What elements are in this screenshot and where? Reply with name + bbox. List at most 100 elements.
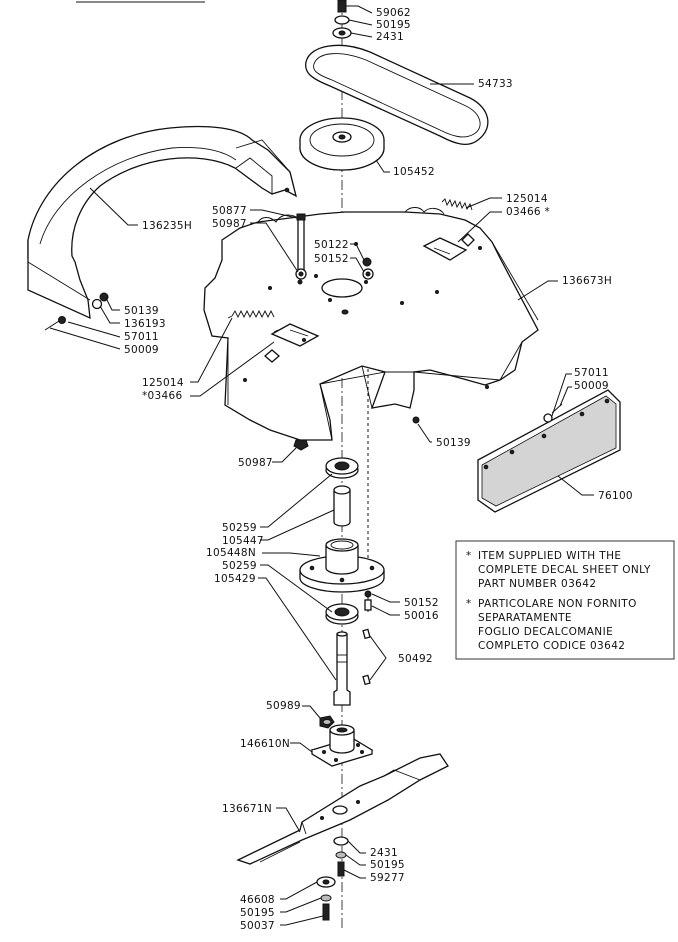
bearing-50259-top [325,457,359,479]
leader-l50259a [260,473,333,528]
part-label-l136235H: 136235H [142,220,192,232]
leader-l50877 [250,209,298,219]
bearing-50259-bottom [325,603,359,625]
part-label-l105429: 105429 [214,573,256,585]
part-label-l50987b: 50987 [238,457,273,469]
part-label-l2431a: 2431 [376,31,404,43]
leader-l105429 [258,577,337,681]
leader-l50987a [250,222,299,273]
part-label-l50195c: 50195 [240,907,275,919]
part-label-l105452: 105452 [393,166,435,178]
adapter-146610N [310,724,374,767]
leader-lines [49,5,594,926]
leader-l50152b [371,593,400,603]
part-label-l50195b: 50195 [370,859,405,871]
leader-l03466b [190,341,275,397]
note-marker-en: * [466,550,472,562]
note-en-line-2: COMPLETE DECAL SHEET ONLY [478,564,651,576]
part-label-l54733: 54733 [478,78,513,90]
nut-50987-lower [293,439,309,451]
leader-l50016 [371,605,400,616]
note-english: * ITEM SUPPLIED WITH THE COMPLETE DECAL … [466,550,651,590]
leader-l105448N [262,552,321,557]
leader-l50152a [350,257,365,273]
nut-50139-right [412,416,420,424]
part-label-l76100: 76100 [598,490,633,502]
leader-l50037 [280,915,324,926]
leader-l76100 [557,475,594,496]
spacer-105447 [333,485,351,527]
spring-125014-left [227,309,279,333]
belt-guard-136235H [27,125,297,320]
part-label-l50492: 50492 [398,653,433,665]
leader-l50009a [49,327,121,350]
leader-l57011a [67,321,121,338]
leader-l105452 [375,159,390,173]
leader-l125014b [190,317,233,383]
part-label-l50877: 50877 [212,205,247,217]
leader-l50195a [348,19,373,26]
leader-l136193 [99,305,120,324]
deck-136673H [203,207,539,441]
part-label-l136673H: 136673H [562,275,612,287]
part-label-l146610N: 146610N [240,738,290,750]
part-label-l136193: 136193 [124,318,166,330]
part-label-l2431b: 2431 [370,847,398,859]
leader-l50259b [260,564,333,613]
part-label-l50195a: 50195 [376,19,411,31]
guard-hardware [44,292,109,331]
belt-54733 [304,44,489,146]
nuts-50122-50152 [362,257,374,280]
fittings-50152-50016 [364,590,372,611]
part-label-l50987a: 50987 [212,218,247,230]
part-label-l46608: 46608 [240,894,275,906]
bolt-50877 [295,213,307,280]
leader-l46608 [280,881,318,900]
note-it-line-3: FOGLIO DECALCOMANIE [478,626,613,638]
part-label-l50989: 50989 [266,700,301,712]
leader-l136235H [89,187,138,226]
leader-l125014a [465,197,502,209]
part-label-l105448N: 105448N [206,547,256,559]
part-label-l50016: 50016 [404,610,439,622]
part-label-l57011a: 57011 [124,331,159,343]
shaft-105429 [333,631,351,706]
leader-l50195b [345,854,366,866]
part-label-l50259b: 50259 [222,560,257,572]
leader-l136673H [517,280,558,301]
washer-50195-top [334,15,350,25]
leader-l50492 [369,635,387,681]
nut-50989 [319,715,335,729]
part-label-l03466b: *03466 [142,390,182,402]
note-italian: * PARTICOLARE NON FORNITO SEPARATAMENTE … [466,598,637,652]
spring-125014-right [441,198,473,211]
leader-l105447 [260,509,335,541]
leader-l50987b [272,447,297,463]
leader-l57011b [551,373,572,417]
part-label-l50139a: 50139 [124,305,159,317]
leader-l59277 [343,869,366,879]
note-it-line-1: PARTICOLARE NON FORNITO [478,598,637,610]
leader-l03466a [457,211,502,243]
leader-l2431b [347,840,366,854]
part-label-l50152a: 50152 [314,253,349,265]
bolt-59062 [337,0,347,13]
part-label-l50152b: 50152 [404,597,439,609]
part-label-l136671N: 136671N [222,803,272,815]
leader-l50139a [105,297,120,311]
note-marker-it: * [466,598,472,610]
leader-l50009b [559,386,572,407]
part-label-l105447: 105447 [222,535,264,547]
leader-l50139b [417,423,432,443]
part-label-l03466a: 03466 * [506,206,550,218]
leader-l146610N [290,742,313,753]
housing-105448N [299,538,385,593]
leader-l50122 [350,243,365,261]
part-label-l50139b: 50139 [436,437,471,449]
blade-136671N [236,753,449,865]
bottom-stack [316,836,349,921]
leader-l2431a [350,32,373,38]
part-label-l59062: 59062 [376,7,411,19]
